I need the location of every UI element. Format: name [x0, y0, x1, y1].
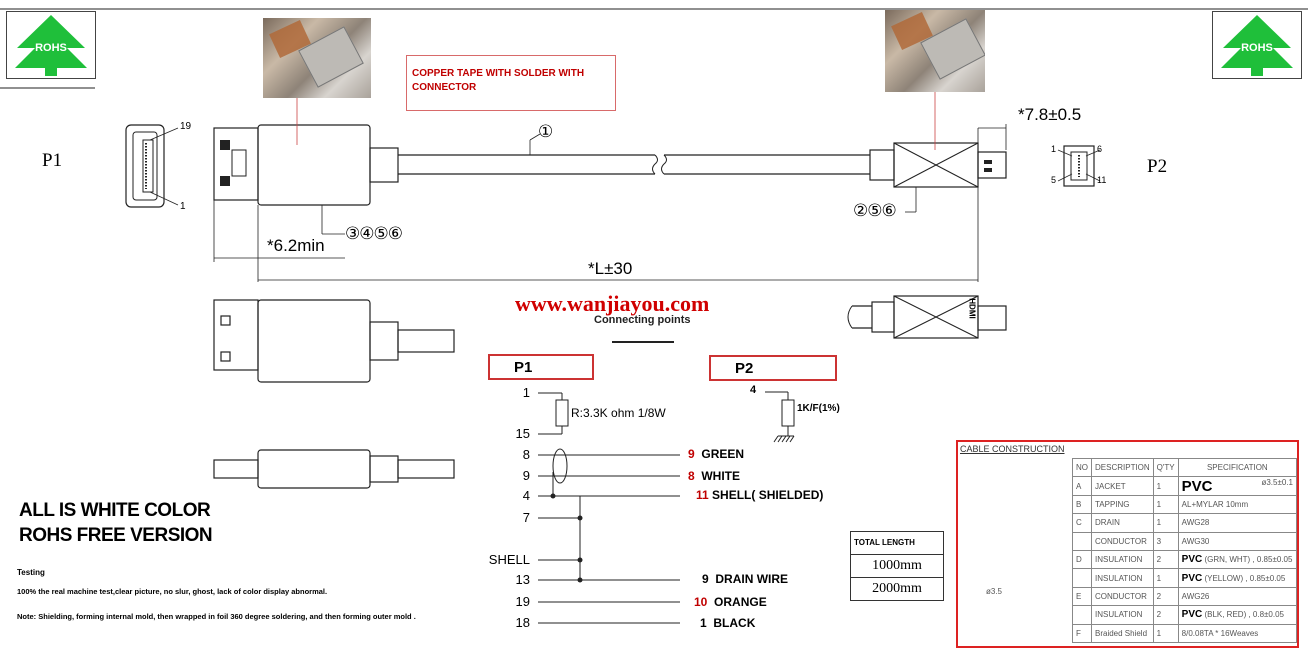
p1-label: P1 [42, 150, 63, 171]
note-rohs-free: ROHS FREE VERSION [19, 525, 213, 546]
note-white-color: ALL IS WHITE COLOR [19, 500, 211, 521]
p2-side-view [869, 142, 1007, 188]
p1-bottom-view [213, 449, 455, 489]
wire-label: 10 ORANGE [694, 595, 767, 609]
p2-pin-label: 4 [750, 384, 757, 396]
p2-pin-1: 1 [1051, 144, 1057, 154]
p1-schematic [538, 392, 680, 624]
copper-tape-note-text: COPPER TAPE WITH SOLDER WITH CONNECTOR [412, 68, 585, 93]
column-header: DESCRIPTION [1091, 457, 1154, 478]
p1-side-view [213, 124, 870, 206]
total-length-table: TOTAL LENGTH 1000mm 2000mm [850, 531, 944, 601]
p1-face-view [125, 124, 179, 208]
rohs-logo-right: ROHS [1212, 11, 1302, 79]
wire-label: 9 DRAIN WIRE [702, 572, 789, 586]
callout-cable: ① [538, 122, 554, 141]
copper-tape-note: COPPER TAPE WITH SOLDER WITH CONNECTOR [406, 55, 616, 111]
p1-pin-label: 19 [515, 594, 530, 609]
cable-diameter-label: ø3.5 [986, 587, 1003, 596]
wire-label: 8 WHITE [688, 469, 741, 483]
tree-icon [1221, 15, 1293, 76]
p2-top-view [847, 295, 1007, 339]
p2-resistor-label: 1K/F(1%) [797, 403, 840, 414]
shielding-note: Note: Shielding, forming internal mold, … [17, 612, 416, 621]
p1-pin-label: SHELL [488, 552, 530, 567]
resistor-label: R:3.3K ohm 1/8W [571, 406, 666, 420]
testing-text: 100% the real machine test,clear picture… [17, 587, 328, 596]
schematic-p2-box: P2 [709, 355, 837, 381]
dimension-p1-min: *6.2min [267, 236, 325, 255]
testing-title: Testing [17, 568, 45, 577]
p1-pin-label: 15 [515, 426, 530, 441]
tree-icon [15, 15, 87, 76]
schematic-p1-box: P1 [488, 354, 594, 380]
rohs-logo-left: ROHS [6, 11, 96, 79]
connecting-points-title: Connecting points [594, 314, 691, 326]
callout-p1: ③④⑤⑥ [345, 224, 403, 243]
p1-top-view [213, 299, 455, 383]
total-length-value: 1000mm [851, 555, 943, 578]
column-header: SPECIFICATION [1177, 457, 1298, 478]
p1-pin-1: 1 [180, 201, 186, 212]
p1-pin-label: 4 [522, 488, 530, 503]
column-header: Q'TY [1152, 457, 1179, 478]
rohs-text: ROHS [35, 42, 67, 54]
p1-pin-label: 13 [515, 572, 530, 587]
p1-pin-label: 1 [522, 385, 530, 400]
wire-label: 9 GREEN [688, 447, 745, 461]
cable-construction-title: CABLE CONSTRUCTION [960, 444, 1065, 454]
column-header: NO [1072, 457, 1092, 478]
watermark: www.wanjiayou.com [515, 291, 710, 316]
p2-pin-5: 5 [1051, 175, 1057, 185]
p1-pin-label: 9 [522, 468, 530, 483]
dimension-lines [213, 124, 1007, 282]
wire-label: 1 BLACK [700, 616, 756, 630]
cable-construction-panel: CABLE CONSTRUCTION ø3.5 NO DESCRIPTION Q… [956, 440, 1299, 648]
p1-pin-label: 8 [522, 447, 530, 462]
wire-label: 11 SHELL( SHIELDED) [696, 488, 824, 502]
total-length-value: 2000mm [872, 581, 922, 596]
p1-pin-19: 19 [180, 121, 192, 132]
p2-schematic [765, 391, 795, 443]
p2-label: P2 [1147, 156, 1168, 177]
callout-p2: ②⑤⑥ [853, 201, 897, 220]
p2-pin-6: 6 [1097, 144, 1103, 154]
p1-pin-label: 7 [522, 510, 530, 525]
dimension-total-length: *L±30 [588, 259, 633, 278]
rohs-text: ROHS [1241, 42, 1273, 54]
hdmi-mark: HDMI [967, 298, 977, 319]
dimension-p2-length: *7.8±0.5 [1018, 105, 1082, 124]
p2-face-view [1057, 145, 1101, 187]
connector-photo-p1 [263, 18, 371, 98]
p1-pin-label: 18 [515, 615, 530, 630]
total-length-header: TOTAL LENGTH [851, 532, 943, 555]
table-header-row: NO DESCRIPTION Q'TY SPECIFICATION [1072, 457, 1298, 478]
p2-pin-11: 11 [1097, 175, 1107, 185]
connector-photo-p2 [885, 10, 985, 92]
